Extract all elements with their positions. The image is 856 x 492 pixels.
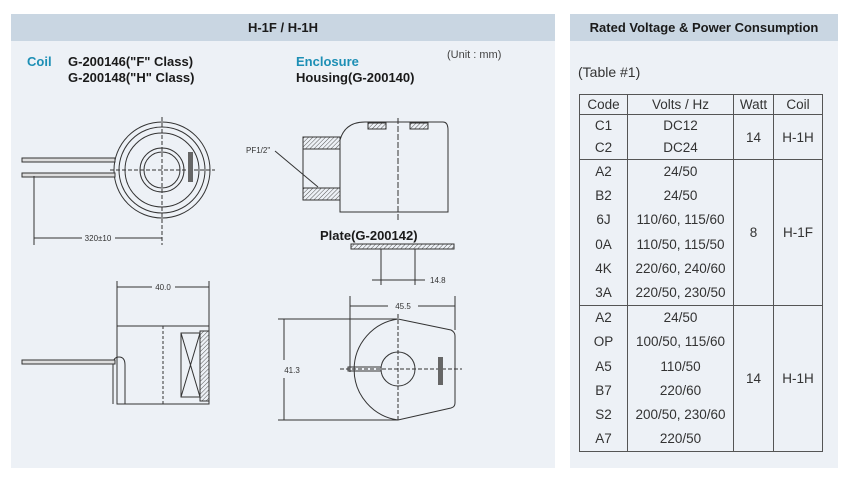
header-watt: Watt bbox=[733, 94, 774, 115]
plate-bore-dim: 14.8 bbox=[430, 276, 446, 285]
plate-label: Plate(G-200142) bbox=[320, 228, 418, 243]
watt-cell: 14 bbox=[733, 114, 774, 160]
table-caption: (Table #1) bbox=[578, 64, 641, 80]
coil-label: Coil bbox=[27, 54, 52, 69]
code-cell: 6J bbox=[596, 212, 611, 228]
code-cell: A2 bbox=[595, 164, 612, 179]
coil-part-h: G-200148("H" Class) bbox=[68, 70, 195, 85]
volts-cell: 24/50 bbox=[663, 188, 698, 204]
unit-note: (Unit : mm) bbox=[447, 49, 502, 61]
volts-cell: 220/50, 230/50 bbox=[635, 284, 726, 300]
volts-cell: DC24 bbox=[663, 140, 698, 155]
lead-length-dim: 320±10 bbox=[85, 234, 112, 243]
housing-part: Housing(G-200140) bbox=[296, 70, 415, 85]
coil-front-view bbox=[278, 296, 462, 422]
volts-cell: 110/50 bbox=[660, 358, 701, 374]
code-cell: B7 bbox=[595, 382, 612, 398]
housing-section-view bbox=[274, 118, 449, 222]
rating-panel: Rated Voltage & Power Consumption (Table… bbox=[570, 14, 838, 468]
code-cell: A7 bbox=[595, 431, 612, 447]
volts-cell: 220/50 bbox=[659, 431, 702, 447]
coil-side-view bbox=[21, 281, 210, 405]
volts-cell: 110/60, 115/60 bbox=[636, 212, 725, 228]
volts-cell: 24/50 bbox=[663, 164, 698, 179]
header-code: Code bbox=[579, 94, 628, 115]
coil-top-view bbox=[21, 117, 215, 245]
code-cell: 3A bbox=[595, 284, 612, 300]
coil-part-f: G-200146("F" Class) bbox=[68, 54, 194, 69]
volts-cell: 110/50, 115/50 bbox=[636, 236, 725, 252]
enclosure-label: Enclosure bbox=[296, 54, 359, 69]
volts-cell: 24/50 bbox=[663, 310, 698, 326]
rating-panel-title: Rated Voltage & Power Consumption bbox=[570, 14, 838, 41]
volts-cell: 220/60 bbox=[659, 382, 702, 398]
dimension-drawing-panel: H-1F / H-1H bbox=[11, 14, 555, 468]
header-coil: Coil bbox=[773, 94, 823, 115]
code-cell: A2 bbox=[595, 310, 612, 326]
thread-dim: PF1/2" bbox=[246, 146, 270, 155]
code-cell: C1 bbox=[594, 118, 613, 133]
watt-cell: 8 bbox=[733, 158, 774, 307]
height-dim: 41.3 bbox=[284, 366, 300, 375]
code-cell: 0A bbox=[595, 236, 612, 252]
watt-cell: 14 bbox=[733, 305, 774, 453]
coil-cell: H-1F bbox=[773, 158, 823, 307]
code-cell: OP bbox=[593, 334, 614, 350]
volts-cell: 220/60, 240/60 bbox=[635, 260, 726, 276]
plate-view bbox=[350, 243, 455, 285]
coil-cell: H-1H bbox=[773, 305, 823, 453]
header-volts: Volts / Hz bbox=[627, 94, 734, 115]
coil-cell: H-1H bbox=[773, 114, 823, 160]
code-cell: A5 bbox=[595, 358, 612, 374]
panel-title: H-1F / H-1H bbox=[11, 14, 555, 41]
coil-length-dim: 40.0 bbox=[155, 283, 171, 292]
code-cell: B2 bbox=[595, 188, 612, 204]
code-cell: S2 bbox=[595, 406, 612, 422]
volts-cell: 200/50, 230/60 bbox=[635, 406, 726, 422]
width-dim: 45.5 bbox=[395, 302, 411, 311]
volts-cell: DC12 bbox=[663, 118, 698, 133]
code-cell: C2 bbox=[594, 140, 613, 155]
volts-cell: 100/50, 115/60 bbox=[635, 334, 726, 350]
code-cell: 4K bbox=[595, 260, 612, 276]
